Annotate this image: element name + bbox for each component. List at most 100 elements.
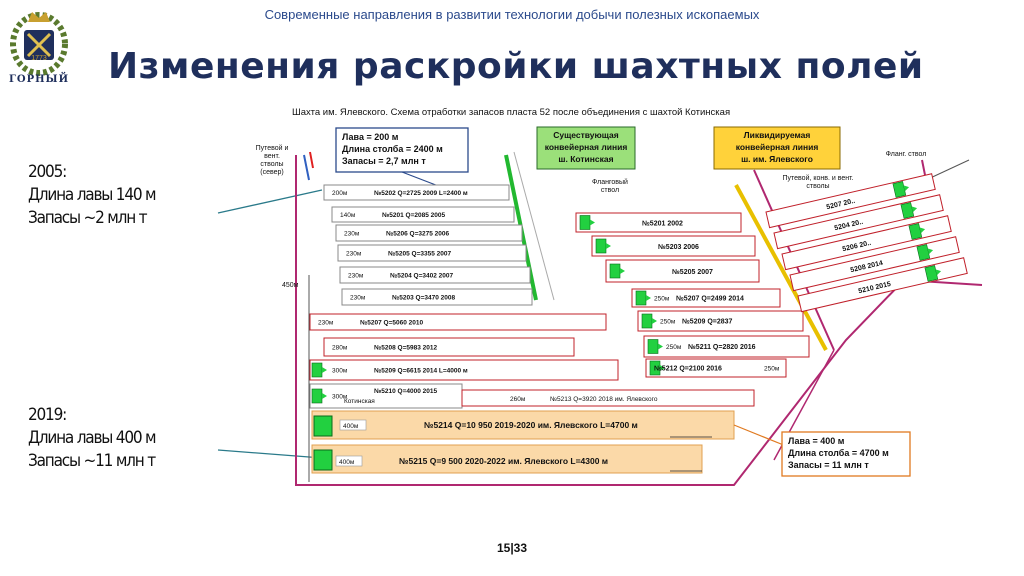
- mid-panel: №5205 2007: [605, 259, 760, 283]
- mid-panel-label: №5201 2002: [642, 220, 683, 228]
- label-flank-shaft-right: Фланг. ствол: [886, 151, 927, 158]
- university-logo: 1773: [6, 2, 72, 90]
- left-panel-label: №5202 Q=2725 2009 L=2400 м: [374, 190, 468, 197]
- left-panel-width: 230м: [350, 295, 366, 302]
- legend-liquidated-conveyor: Ликвидируемая конвейерная линия ш. им. Я…: [713, 126, 841, 170]
- right-mid-panel-label: №5207 Q=2499 2014: [676, 295, 744, 303]
- right-mid-panel-label: №5212 Q=2100 2016: [654, 365, 722, 373]
- right-mid-panel: 250м №5209 Q=2837: [637, 310, 804, 332]
- svg-text:стволы: стволы: [806, 183, 829, 190]
- left-panels: 200м №5202 Q=2725 2009 L=2400 м 140м №5201 …: [309, 184, 619, 409]
- mid-panel: №5201 2002: [575, 212, 742, 233]
- left-panel-width: 230м: [348, 273, 364, 280]
- left-panel-width: 280м: [332, 345, 348, 352]
- left-panel-label: №5205 Q=3355 2007: [388, 251, 451, 258]
- left-panel: 230м №5205 Q=3355 2007: [337, 244, 527, 262]
- svg-text:Длина столба = 4700 м: Длина столба = 4700 м: [788, 448, 889, 458]
- left-panel: 280м №5208 Q=5983 2012: [323, 337, 575, 357]
- svg-text:стволы: стволы: [260, 161, 283, 168]
- legend-existing-conveyor: Существующая конвейерная линия ш. Котинс…: [536, 126, 636, 170]
- diagonal-panels: 5207 20..5204 20..5206 20..5208 20145210…: [765, 173, 968, 313]
- right-mid-panel-width: 250м: [654, 296, 670, 303]
- svg-text:конвейерная линия: конвейерная линия: [545, 142, 628, 152]
- svg-text:Лава = 400 м: Лава = 400 м: [788, 436, 845, 446]
- left-panel: 230м №5203 Q=3470 2008: [341, 288, 533, 306]
- left-panel: 140м №5201 Q=2085 2005: [331, 206, 515, 223]
- left-panel-label: №5208 Q=5983 2012: [374, 345, 437, 352]
- mid-panel-label: №5203 2006: [658, 243, 699, 251]
- left-panel-label: №5201 Q=2085 2005: [382, 212, 445, 219]
- left-panel-label: №5203 Q=3470 2008: [392, 295, 455, 302]
- panel-5213: 260м №5213 Q=3920 2018 им. Ялевского: [461, 389, 755, 407]
- right-mid-panel-width: 250м: [666, 344, 682, 351]
- svg-text:400м: 400м: [343, 423, 359, 430]
- header-subtitle: Современные направления в развитии техно…: [264, 7, 760, 22]
- svg-text:260м: 260м: [510, 396, 526, 403]
- diagram-title: Шахта им. Ялевского. Схема отработки зап…: [292, 107, 730, 118]
- left-panel-width: 200м: [332, 190, 348, 197]
- diagonal-panel: 5204 20..: [773, 194, 944, 250]
- mining-diagram: Шахта им. Ялевского. Схема отработки зап…: [256, 107, 983, 486]
- note-2005: 2005: Длина лавы 140 м Запасы ~2 млн т: [28, 161, 157, 230]
- label-shafts-north: Путевой и вент. стволы (север): [256, 144, 289, 176]
- right-mid-panel-label: №5211 Q=2820 2016: [688, 343, 756, 351]
- logo-year: 1773: [31, 55, 47, 62]
- diagonal-panel: 5207 20..: [765, 173, 936, 229]
- svg-text:вент.: вент.: [264, 153, 280, 160]
- right-mid-panel-width: 250м: [660, 319, 676, 326]
- svg-text:Лава = 200 м: Лава = 200 м: [342, 132, 399, 142]
- svg-text:№5213 Q=3920 2018 им: №5213 Q=3920 2018 им. Ялевского: [550, 396, 658, 403]
- left-panel-label: №5210 Q=4000 2015: [374, 388, 437, 395]
- left-panel-width: 230м: [346, 251, 362, 258]
- left-panel: 200м №5202 Q=2725 2009 L=2400 м: [323, 184, 510, 201]
- mid-panel-label: №5205 2007: [672, 268, 713, 276]
- svg-text:ш. им. Ялевского: ш. им. Ялевского: [741, 154, 813, 164]
- right-mid-panel: 250м №5207 Q=2499 2014: [631, 288, 781, 308]
- left-panel-label: №5206 Q=3275 2006: [386, 231, 449, 238]
- left-panel-width: 140м: [340, 212, 356, 219]
- panel-5215: 400м №5215 Q=9 500 2020-2022 им. Ялевско…: [311, 444, 703, 474]
- right-mid-panel-width: 250м: [764, 366, 780, 373]
- left-panel-label: №5204 Q=3402 2007: [390, 273, 453, 280]
- svg-text:Фланговый: Фланговый: [592, 178, 628, 186]
- svg-text:ствол: ствол: [601, 187, 619, 194]
- left-panel-width: 230м: [318, 320, 334, 327]
- note-2005-length: Длина лавы 140 м: [28, 185, 157, 205]
- note-2019-reserves: Запасы ~11 млн т: [28, 451, 156, 471]
- svg-text:Путевой и: Путевой и: [256, 144, 289, 152]
- svg-text:Существующая: Существующая: [553, 130, 619, 140]
- left-panel-width: 300м: [332, 394, 348, 401]
- svg-text:Длина столба = 2400 м: Длина столба = 2400 м: [342, 144, 443, 154]
- svg-text:Запасы = 11 млн т: Запасы = 11 млн т: [788, 460, 869, 470]
- mid-panel: №5203 2006: [591, 235, 756, 257]
- svg-text:Запасы = 2,7 млн т: Запасы = 2,7 млн т: [342, 156, 426, 166]
- callout-bottom: Лава = 400 м Длина столба = 4700 м Запас…: [733, 424, 911, 477]
- svg-text:Путевой, конв. и вент.: Путевой, конв. и вент.: [782, 174, 853, 182]
- right-mid-panel: 250м №5211 Q=2820 2016: [643, 335, 810, 358]
- right-mid-panel-label: №5209 Q=2837: [682, 318, 733, 326]
- page-title: Изменения раскройки шахтных полей: [108, 46, 924, 87]
- callout-top: Лава = 200 м Длина столба = 2400 м Запас…: [335, 127, 469, 193]
- logo-text: ГОРНЫЙ: [8, 74, 70, 85]
- svg-text:Ликвидируемая: Ликвидируемая: [744, 130, 811, 140]
- label-flank-shaft-mid: Фланговый ствол: [592, 178, 628, 194]
- svg-text:№5215 Q=9 500 2020-2022: №5215 Q=9 500 2020-2022 им. Ялевского L=…: [399, 456, 608, 466]
- panel-5214: 400м №5214 Q=10 950 2019-2020 им. Ялевск…: [311, 410, 735, 440]
- page-number: 15|33: [496, 541, 528, 555]
- svg-text:ш. Котинская: ш. Котинская: [558, 154, 613, 164]
- svg-text:(север): (север): [260, 169, 283, 176]
- label-450m: 450м: [282, 282, 299, 289]
- note-2019: 2019: Длина лавы 400 м Запасы ~11 млн т: [28, 404, 157, 473]
- note-2005-reserves: Запасы ~2 млн т: [28, 208, 148, 228]
- diagonal-panel: 5210 2015: [797, 257, 968, 313]
- svg-text:№5214 Q=10 950 2019-2020 им: №5214 Q=10 950 2019-2020 им. Ялевского L…: [424, 420, 638, 430]
- left-panel: 230м №5204 Q=3402 2007: [339, 266, 531, 284]
- diagonal-panel: 5208 2014: [789, 236, 960, 292]
- right-mid-panel: 250м №5212 Q=2100 2016: [645, 358, 787, 378]
- svg-text:400м: 400м: [339, 459, 355, 466]
